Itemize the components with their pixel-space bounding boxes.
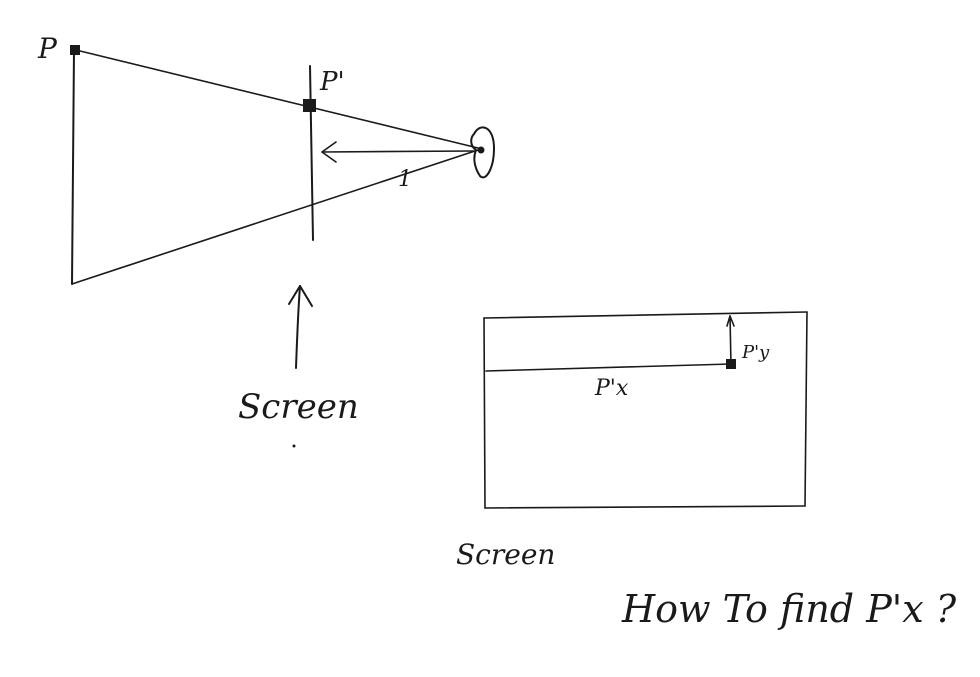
proj-y-arrowhead [726, 315, 735, 327]
object-vertical-line [71, 49, 75, 285]
screen-front-label: Screen [456, 538, 555, 571]
screen-side-line [309, 65, 314, 241]
label-dot [292, 444, 296, 448]
screen-front-left [483, 317, 486, 509]
point-p-label: P [37, 32, 58, 65]
side-view: P P' 1 Screen [37, 32, 495, 448]
lower-ray [71, 149, 479, 285]
eye-icon [470, 126, 495, 179]
proj-x-label: P'x [594, 376, 629, 401]
question-text: How To find P'x ? [621, 587, 957, 631]
screen-front-top [483, 311, 808, 319]
screen-front-bottom [484, 505, 806, 509]
upper-ray [75, 49, 479, 149]
point-p-prime-label: P' [319, 67, 345, 97]
point-p-prime-marker [303, 99, 316, 112]
front-view: P'y P'x Screen [456, 311, 808, 571]
screen-front-right [804, 311, 808, 507]
proj-y-label: P'y [741, 342, 770, 363]
screen-pointer-arrow [288, 285, 313, 369]
proj-x-line [485, 363, 732, 372]
point-p-marker [70, 45, 80, 55]
focal-distance-arrow [321, 141, 475, 163]
projected-point-marker [726, 359, 736, 369]
proj-y-line [729, 315, 732, 367]
focal-distance-label: 1 [398, 167, 412, 192]
screen-side-label: Screen [238, 387, 359, 427]
